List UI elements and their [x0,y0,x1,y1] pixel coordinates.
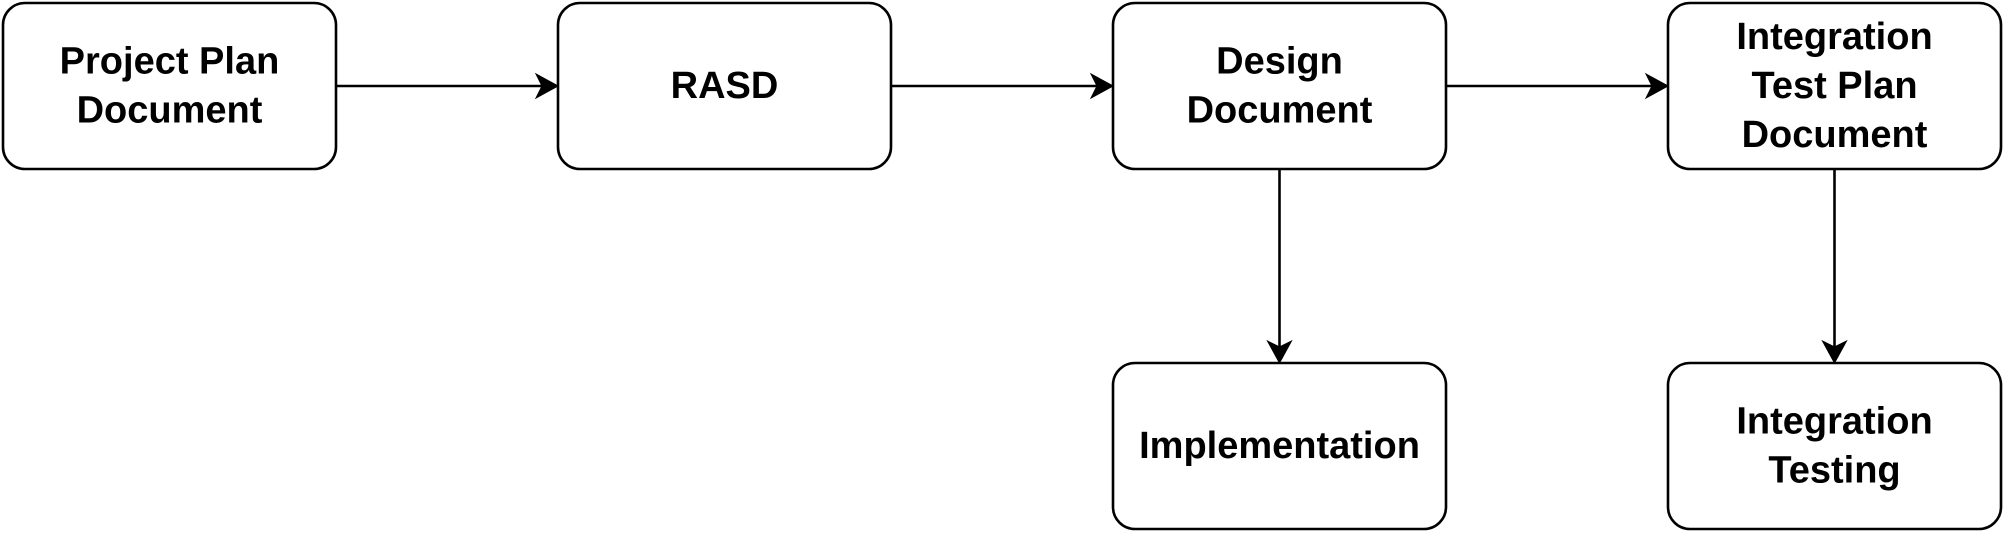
node-label: Testing [1768,450,1900,492]
node-label: Design [1216,41,1343,83]
arrow-design-document-to-integration-test-plan-document [1446,72,1670,100]
arrow-head [1089,72,1115,100]
node-box [1111,361,1448,531]
node-box [1666,1,2003,171]
arrow-integration-test-plan-document-to-integration-testing [1821,169,1848,365]
arrow-rasd-to-design-document [891,72,1115,100]
arrow-project-plan-document-to-rasd [336,72,560,100]
edges-layer [336,72,1848,365]
node-label: Document [77,90,263,132]
arrow-head [1821,339,1848,365]
node-label: Test Plan [1751,65,1917,107]
arrow-head [1266,339,1293,365]
node-label: Integration [1736,16,1932,58]
arrow-head [1644,72,1670,100]
node-rasd: RASD [556,1,893,171]
node-label: Document [1742,114,1928,156]
node-label: Integration [1736,401,1932,443]
arrow-head [534,72,560,100]
node-label: Project Plan [60,41,280,83]
node-label: Document [1187,90,1373,132]
node-box [1,1,338,171]
node-box [556,1,893,171]
node-implementation: Implementation [1111,361,1448,531]
node-label: RASD [671,65,779,107]
arrow-design-document-to-implementation [1266,169,1293,365]
node-box [1666,361,2003,531]
node-box [1111,1,1448,171]
node-label: Implementation [1139,425,1420,467]
